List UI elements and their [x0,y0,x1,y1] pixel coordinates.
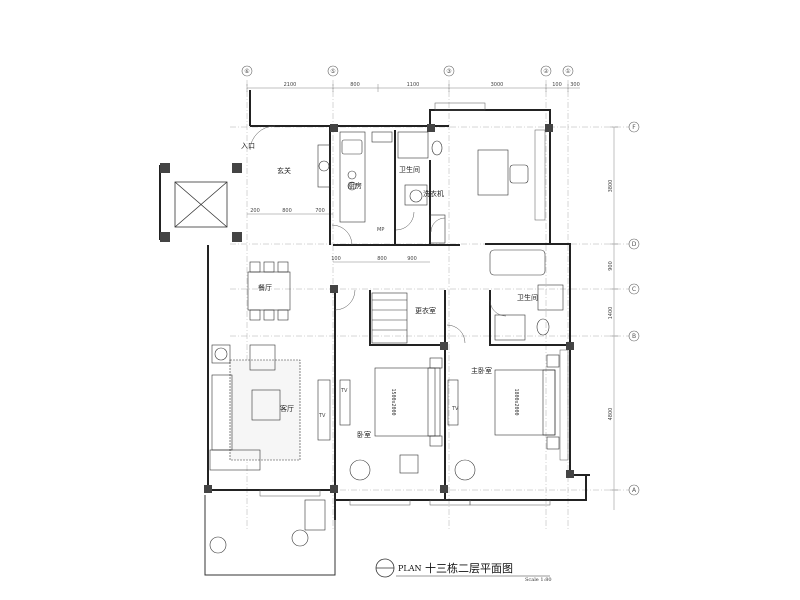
drawing-scale: Scale 1:80 [525,577,552,583]
room-label-kitchen: 厨房 [348,181,362,190]
elevator-core [174,181,228,228]
tv-label-master: TV [451,406,459,412]
dim-top-6: 300 [570,82,580,88]
windows [259,102,569,506]
dim-mid-5: 800 [377,256,387,262]
dimension-line-mid [247,213,430,263]
study-furniture [477,149,529,196]
room-label-bath1: 卫生间 [399,165,420,174]
room-label-dining: 餐厅 [258,283,272,292]
dim-top-1: 2100 [284,82,297,88]
tv-label-living: TV [318,413,326,419]
axis-bubbles-top [241,65,574,77]
title-block [375,558,395,578]
axis-label-C: C [632,286,636,293]
axis-label-3: ③ [446,68,451,75]
axis-bubbles-right [628,121,640,496]
plan-tag: PLAN [398,564,421,573]
master-furniture [447,354,560,481]
dim-top-4: 3000 [491,82,504,88]
room-label-bath2: 卫生间 [517,293,538,302]
dim-right-1: 3800 [608,180,614,193]
axis-label-5: ⑤ [330,68,335,75]
dimension-line-top [246,84,580,92]
axis-label-A: A [632,487,637,494]
foyer-cabinet [317,144,331,188]
dim-right-2: 900 [608,261,614,271]
dimension-line-right [610,126,618,510]
room-label-bedroom: 卧室 [357,430,371,439]
dim-mid-4: 100 [331,256,341,262]
bed-size-bedroom: 1500x2000 [390,388,396,415]
bed-size-master: 1800x2000 [513,388,519,415]
room-label-master: 主卧室 [471,366,492,375]
balcony-furniture [209,499,326,554]
dim-mid-2: 800 [282,208,292,214]
room-label-living: 客厅 [280,404,294,413]
dim-right-4: 4800 [608,408,614,421]
living-furniture [209,344,331,471]
dim-right-3: 1400 [608,307,614,320]
axis-label-B: B [632,333,636,340]
columns [160,124,574,493]
bath1-fixtures [397,131,446,244]
dim-mid-3: 700 [315,208,325,214]
balcony [204,495,336,576]
drawing-title: 十三栋二层平面图 [425,561,513,575]
room-label-foyer: 玄关 [277,166,291,175]
walls [159,90,590,520]
axis-label-D: D [632,241,637,248]
axis-label-1: ① [565,68,570,75]
kitchen-counters [339,131,393,223]
dim-top-5: 100 [552,82,562,88]
door-swings [249,125,507,344]
dining-table [247,261,291,321]
room-label-entrance: 入口 [241,142,255,150]
room-label-closet: 更衣室 [415,306,436,315]
axis-label-2: ② [543,68,549,75]
room-label-laundry: 洗衣机 [423,189,444,198]
dim-mid-6: 900 [407,256,417,262]
dim-mid-1: 200 [250,208,260,214]
dim-top-3: 1100 [407,82,420,88]
axis-label-F: F [632,124,636,131]
bedroom-furniture [339,357,443,481]
dim-top-2: 800 [350,82,360,88]
room-label-mp: MP [377,227,384,233]
axis-label-6: ⑥ [244,68,249,75]
closet [371,292,408,344]
tv-label-bedroom: TV [340,388,348,394]
bath2-fixtures [489,249,564,341]
